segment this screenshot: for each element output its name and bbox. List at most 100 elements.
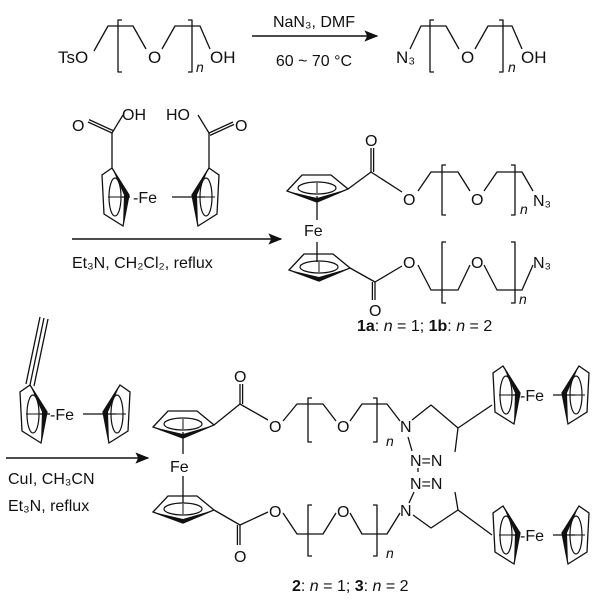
repeat-count: n bbox=[520, 201, 528, 217]
label-segment: : bbox=[301, 578, 310, 595]
hydroxyl-label: OH bbox=[521, 48, 547, 67]
cp-ring-left bbox=[19, 384, 48, 445]
label-segment: : bbox=[375, 318, 384, 335]
iron-label: -Fe bbox=[520, 528, 544, 545]
cp-ring-left bbox=[101, 167, 130, 228]
label-segment: : bbox=[447, 318, 456, 335]
compound-label-2: 2: n = 1; 3: n = 2 bbox=[292, 578, 409, 595]
repeat-bracket-right bbox=[373, 397, 378, 443]
cp-ring-right bbox=[102, 384, 131, 445]
bond bbox=[370, 171, 403, 193]
repeat-count: n bbox=[508, 59, 516, 75]
chain-bond bbox=[161, 25, 211, 50]
repeat-bracket-right bbox=[499, 19, 504, 73]
label-segment: n bbox=[373, 578, 382, 595]
hydroxyl-label: OH bbox=[122, 107, 146, 124]
atom-label: O bbox=[403, 255, 415, 272]
atom-label: O bbox=[369, 303, 381, 320]
iron-label: -Fe bbox=[50, 407, 74, 424]
repeat-count: n bbox=[386, 545, 394, 561]
bond bbox=[213, 509, 241, 526]
label-segment: n bbox=[384, 318, 393, 335]
chain-bond bbox=[349, 403, 401, 422]
atom-label: O bbox=[461, 48, 474, 67]
label-segment: 3 bbox=[355, 578, 364, 595]
reagents-step3-line1: CuI, CH₃CN bbox=[8, 471, 95, 488]
bond bbox=[197, 114, 210, 134]
atom-label: O bbox=[72, 118, 84, 135]
chain-bond bbox=[282, 403, 337, 422]
chain-bond bbox=[349, 512, 401, 535]
repeat-bracket-right bbox=[511, 241, 516, 304]
atom-label: O bbox=[234, 369, 246, 386]
bonds bbox=[6, 19, 590, 566]
chain-bond bbox=[412, 509, 459, 529]
atom-label: O bbox=[471, 255, 483, 272]
repeat-bracket-right bbox=[511, 164, 516, 216]
repeat-bracket-right bbox=[188, 19, 193, 73]
repeat-count: n bbox=[519, 291, 527, 307]
carbonyl-double-bond bbox=[87, 121, 113, 134]
azide-label: N₃ bbox=[533, 255, 551, 272]
repeat-bracket-left bbox=[441, 241, 446, 304]
repeat-count: n bbox=[386, 433, 394, 449]
bond bbox=[111, 114, 124, 134]
atom-label: N bbox=[400, 503, 412, 520]
bond bbox=[407, 436, 413, 452]
label-segment: = 1; bbox=[393, 318, 429, 335]
alkyne-bond bbox=[25, 316, 41, 385]
chain-bond bbox=[411, 404, 459, 429]
repeat-bracket-left bbox=[117, 19, 122, 73]
bond bbox=[239, 403, 269, 421]
azide-label: N₃ bbox=[533, 193, 551, 210]
label-segment: n bbox=[310, 578, 319, 595]
atom-label: O bbox=[471, 192, 483, 209]
hydroxyl-label: OH bbox=[210, 48, 236, 67]
label-segment: 1a bbox=[357, 318, 375, 335]
reagents-step3-line2: Et₃N, reflux bbox=[8, 498, 89, 515]
label-segment: 2 bbox=[292, 578, 301, 595]
bond bbox=[213, 403, 241, 426]
tetrazine-nn-upper: N=N bbox=[410, 453, 442, 470]
repeat-bracket-left bbox=[441, 164, 446, 216]
bond bbox=[454, 491, 459, 511]
carbonyl-double-bond bbox=[208, 121, 234, 134]
atom-label: O bbox=[365, 133, 377, 150]
repeat-bracket-left bbox=[307, 504, 312, 557]
iron-label: -Fe bbox=[520, 388, 544, 405]
carbonyl-double-bond bbox=[88, 119, 114, 132]
azide-label: N₃ bbox=[396, 48, 415, 67]
bond bbox=[457, 404, 493, 429]
reagents-step1: NaN₃, DMF bbox=[273, 14, 355, 31]
chain-bond bbox=[417, 171, 471, 192]
chain-bond bbox=[417, 264, 471, 291]
chain-bond bbox=[483, 264, 534, 291]
reagents-step2: Et₃N, CH₂Cl₂, reflux bbox=[72, 255, 213, 272]
hydroxyl-label: HO bbox=[166, 107, 190, 124]
tetrazine-nn-lower: N=N bbox=[410, 476, 442, 493]
atom-label: O bbox=[337, 504, 349, 521]
atom-label: O bbox=[269, 504, 281, 521]
chain-bond bbox=[282, 512, 337, 535]
atom-label: N bbox=[400, 419, 412, 436]
bond bbox=[349, 267, 376, 283]
bond bbox=[408, 491, 415, 504]
fc-top-cp-near bbox=[492, 365, 521, 426]
conditions-step1: 60 ~ 70 °C bbox=[276, 53, 352, 70]
chain-bond bbox=[474, 25, 523, 50]
alkyne-bond bbox=[29, 317, 45, 386]
repeat-bracket-left bbox=[429, 19, 434, 73]
repeat-bracket-right bbox=[373, 504, 378, 557]
bond bbox=[374, 265, 403, 283]
iron-label: Fe bbox=[170, 459, 189, 476]
tosylate-label: TsO bbox=[58, 48, 88, 67]
atom-label: O bbox=[403, 192, 415, 209]
atom-label: O bbox=[269, 419, 281, 436]
repeat-bracket-left bbox=[307, 397, 312, 443]
atom-label: O bbox=[234, 549, 246, 566]
cp-ring-bottom bbox=[287, 253, 352, 282]
bond bbox=[239, 511, 269, 526]
chain-bond bbox=[93, 25, 147, 52]
